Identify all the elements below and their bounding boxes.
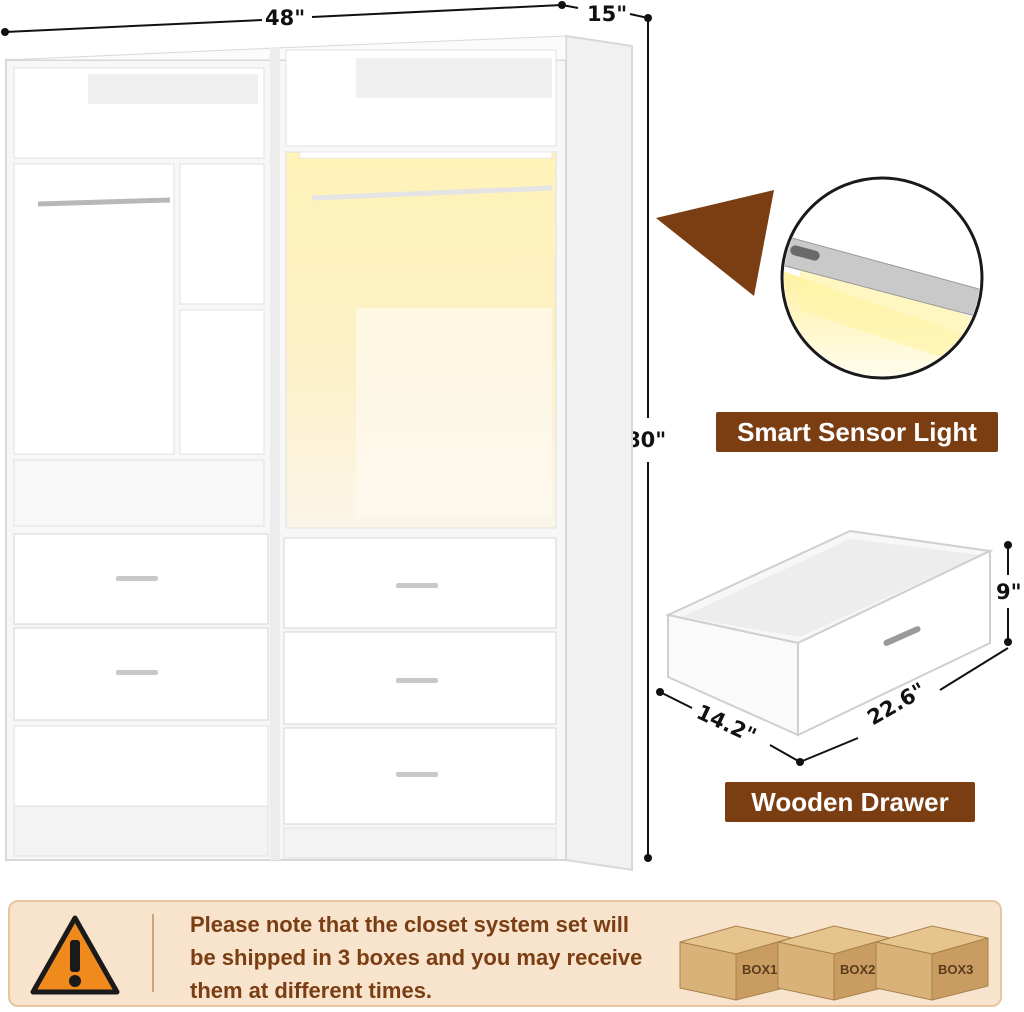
notice-line-1: Please note that the closet system set w… — [190, 912, 629, 937]
depth-dimension: 15" — [587, 2, 628, 26]
box-3: BOX3 — [875, 925, 989, 1001]
box-1-label: BOX1 — [742, 962, 777, 977]
notice-line-3: them at different times. — [190, 978, 433, 1003]
box-2: BOX2 — [777, 925, 891, 1001]
notice-text: Please note that the closet system set w… — [190, 908, 680, 1007]
closet-illustration — [5, 34, 633, 872]
shipping-boxes: BOX1 BOX2 BOX3 — [679, 925, 989, 1001]
dimension-lines — [1, 1, 1012, 862]
drawer-height-dimension: 9" — [996, 580, 1022, 604]
notice-line-2: be shipped in 3 boxes and you may receiv… — [190, 945, 643, 970]
box-2-label: BOX2 — [840, 962, 875, 977]
box-3-label: BOX3 — [938, 962, 973, 977]
sensor-light-label: Smart Sensor Light — [716, 412, 998, 452]
drawer-label: Wooden Drawer — [725, 782, 975, 822]
box-1: BOX1 — [679, 925, 793, 1001]
warning-icon — [30, 915, 120, 995]
notice-divider — [152, 914, 154, 992]
drawer-illustration — [664, 529, 994, 737]
width-dimension: 48" — [265, 6, 306, 30]
sensor-light-callout — [656, 176, 984, 380]
